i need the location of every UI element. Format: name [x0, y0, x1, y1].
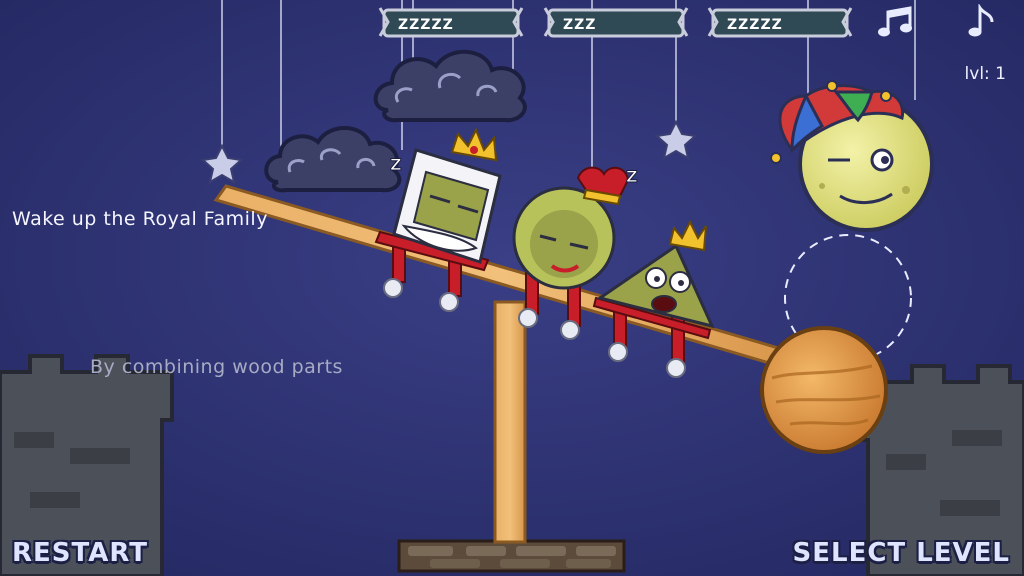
prince-character — [592, 219, 715, 378]
music-toggle-icon[interactable] — [876, 4, 916, 40]
restart-button[interactable]: RESTART — [12, 538, 148, 568]
sleep-meter-queen-text: ZZZ — [563, 17, 596, 33]
sleep-meter-prince-text: ZZZZZ — [727, 17, 783, 33]
sleep-meter-king-text: ZZZZZ — [398, 17, 454, 33]
cloud-large — [373, 49, 527, 123]
select-level-button[interactable]: SELECT LEVEL — [792, 538, 1010, 568]
castle-tower-left — [0, 354, 174, 576]
sleep-meter-king — [378, 7, 524, 38]
hint-line-2: By combining wood parts — [90, 356, 343, 378]
wood-pillar[interactable] — [493, 300, 527, 544]
cloud-small — [264, 126, 402, 193]
wood-ball[interactable] — [760, 326, 888, 454]
sleep-meter-queen — [543, 7, 689, 38]
queen-character — [512, 166, 630, 340]
king-character — [374, 127, 502, 312]
sleep-meter-prince — [707, 7, 853, 38]
star-decoration — [654, 119, 698, 161]
star-decoration — [200, 143, 244, 185]
queen-snore-z: Z — [626, 167, 638, 186]
jester-moon — [770, 80, 934, 232]
castle-tower-right — [854, 364, 1024, 576]
hint-line-1: Wake up the Royal Family — [12, 208, 268, 230]
level-indicator: lvl: 1 — [964, 64, 1006, 84]
stone-base — [397, 539, 626, 573]
king-snore-z: Z — [390, 155, 402, 174]
sound-toggle-icon[interactable] — [962, 3, 1002, 40]
